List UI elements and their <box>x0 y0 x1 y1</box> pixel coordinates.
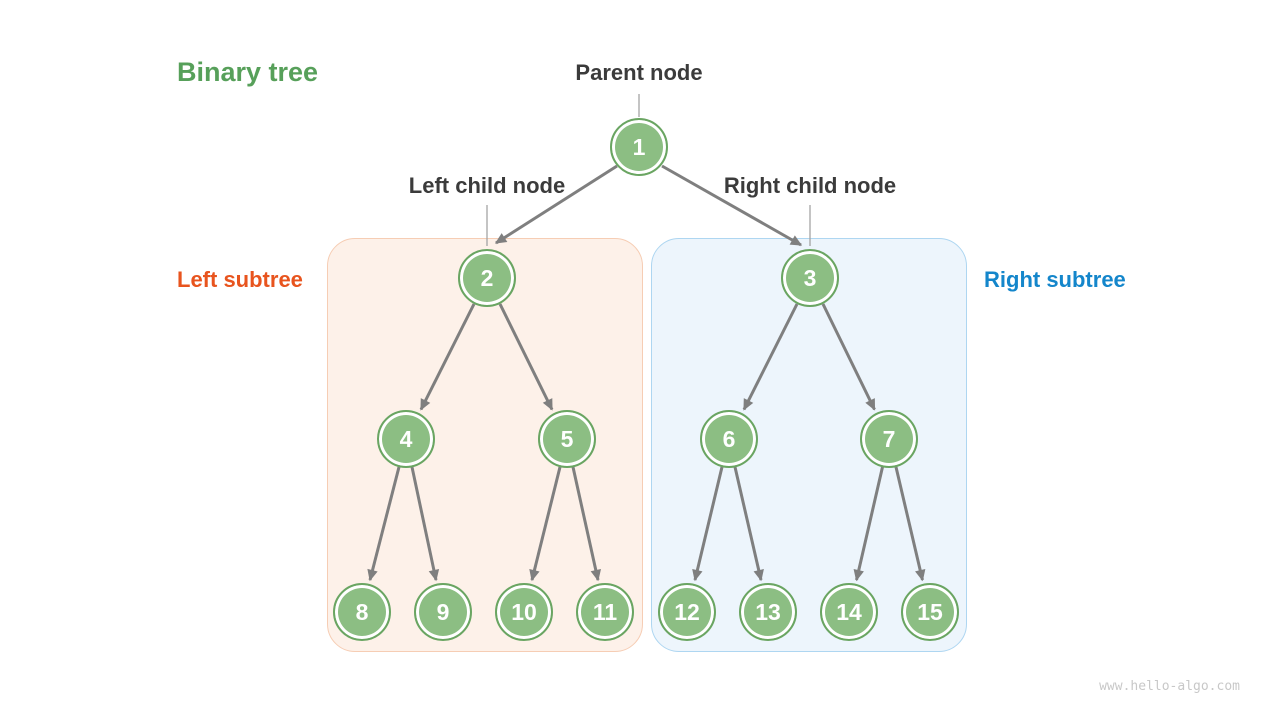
node-value: 5 <box>560 425 574 452</box>
node-value: 14 <box>836 598 862 625</box>
tree-node-2: 2 <box>458 249 516 307</box>
tree-node-15: 15 <box>901 583 959 641</box>
tree-node-7: 7 <box>860 410 918 468</box>
left-subtree-label: Left subtree <box>177 267 303 292</box>
tree-node-1: 1 <box>610 118 668 176</box>
node-value: 6 <box>722 425 736 452</box>
page-title: Binary tree <box>177 57 319 87</box>
node-value: 15 <box>917 598 943 625</box>
tree-node-6: 6 <box>700 410 758 468</box>
node-value: 9 <box>436 598 450 625</box>
node-value: 4 <box>399 425 413 452</box>
node-value: 3 <box>803 264 817 291</box>
right-child-node-label: Right child node <box>723 173 897 198</box>
tree-node-10: 10 <box>495 583 553 641</box>
right-subtree-label: Right subtree <box>984 267 1126 292</box>
node-value: 8 <box>355 598 369 625</box>
node-value: 1 <box>632 133 646 160</box>
node-value: 12 <box>674 598 700 625</box>
node-value: 7 <box>882 425 896 452</box>
tree-node-3: 3 <box>781 249 839 307</box>
watermark: www.hello-algo.com <box>1099 679 1240 694</box>
left-child-node-label: Left child node <box>408 173 566 198</box>
tree-node-5: 5 <box>538 410 596 468</box>
node-value: 11 <box>592 598 618 625</box>
tree-node-8: 8 <box>333 583 391 641</box>
parent-node-label: Parent node <box>575 60 703 85</box>
tree-node-9: 9 <box>414 583 472 641</box>
node-value: 13 <box>755 598 781 625</box>
tree-node-11: 11 <box>576 583 634 641</box>
tree-node-12: 12 <box>658 583 716 641</box>
node-value: 2 <box>480 264 494 291</box>
tree-node-4: 4 <box>377 410 435 468</box>
tree-node-14: 14 <box>820 583 878 641</box>
node-value: 10 <box>511 598 537 625</box>
tree-node-13: 13 <box>739 583 797 641</box>
